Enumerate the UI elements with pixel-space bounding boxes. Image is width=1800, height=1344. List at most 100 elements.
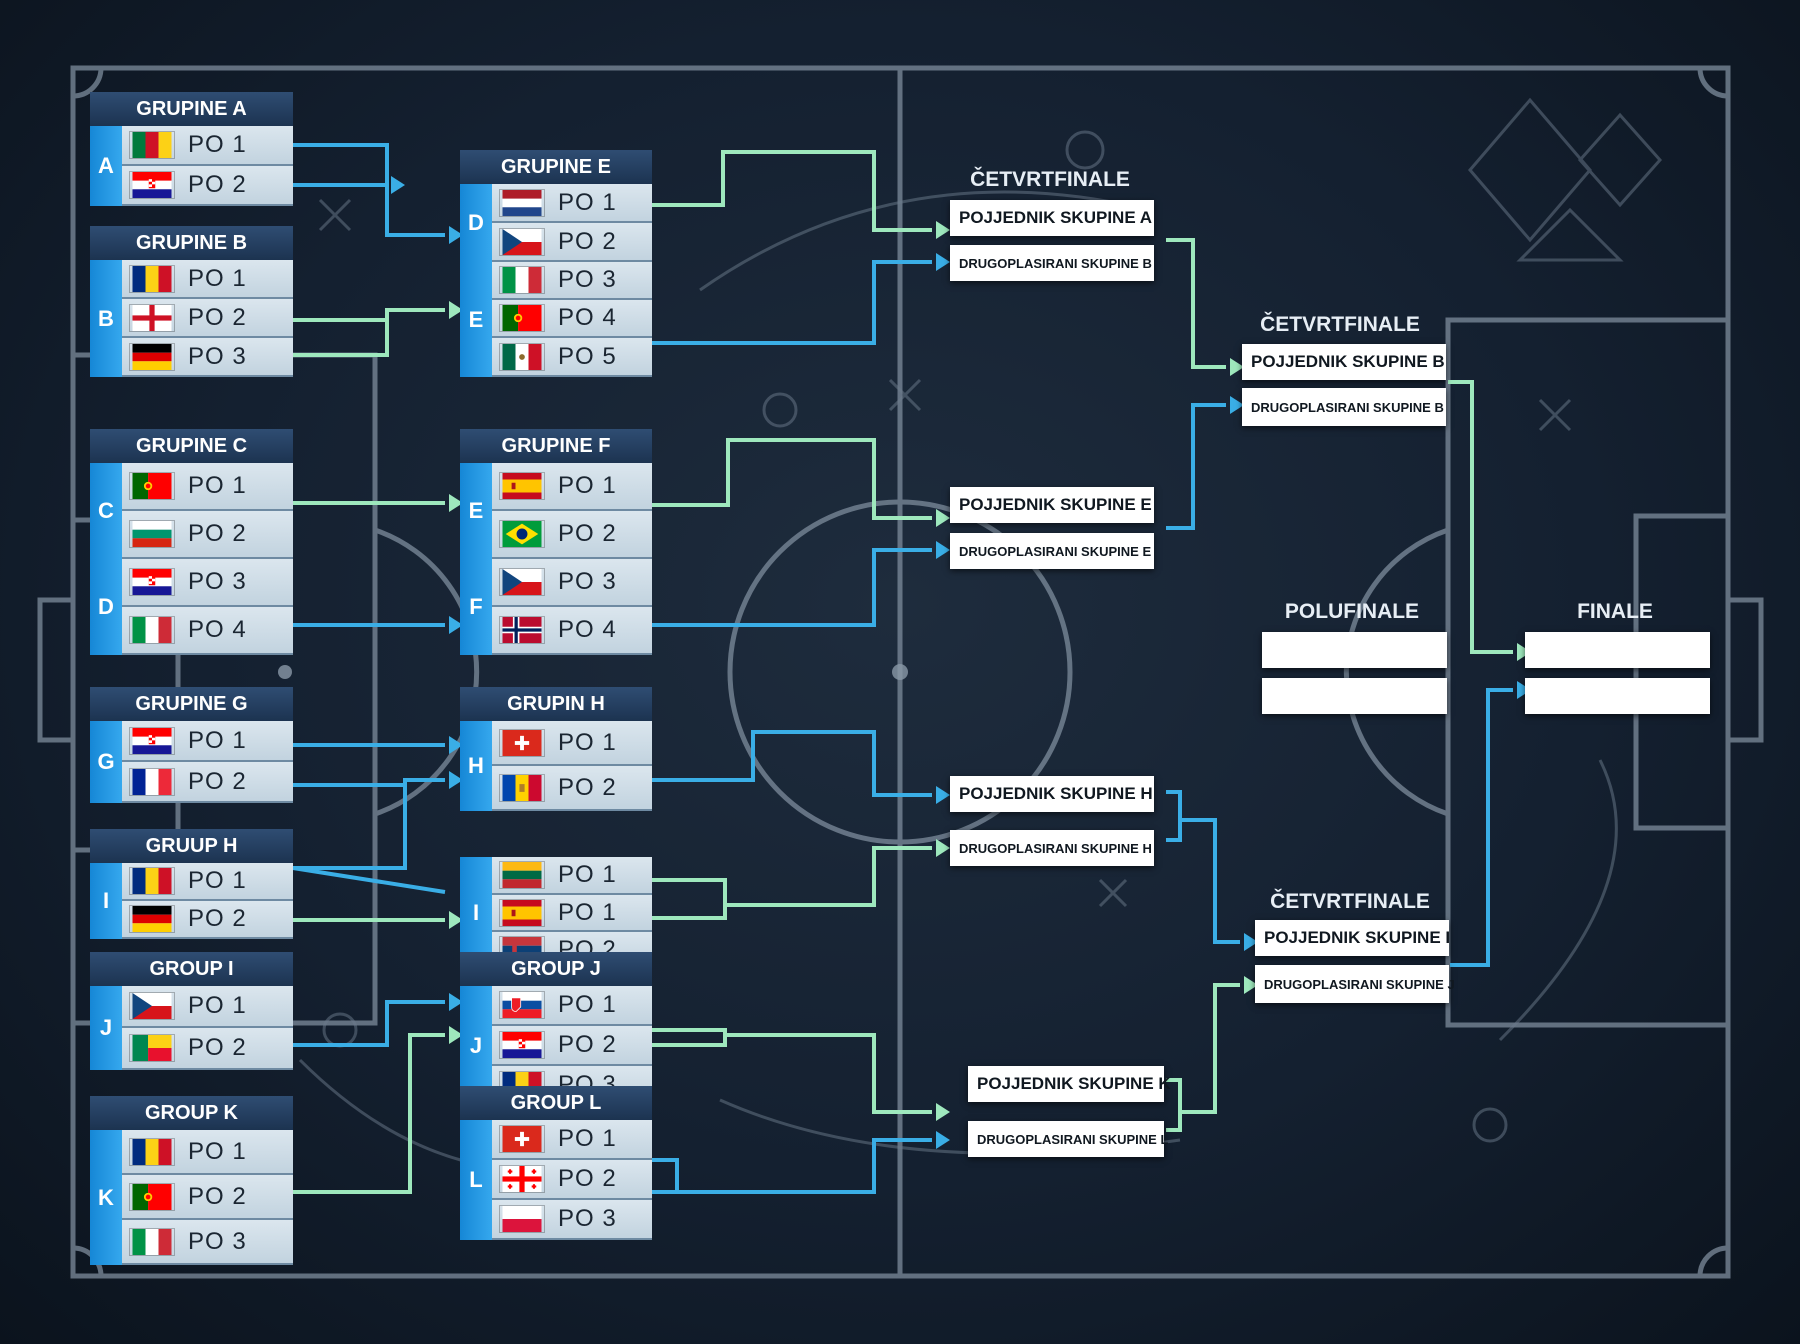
georgia-flag-icon [502, 1166, 542, 1192]
team-row[interactable]: PO 2 [122, 511, 293, 559]
romania-flag-icon [132, 265, 172, 292]
team-row[interactable]: PO 3 [492, 262, 652, 300]
poland-flag-icon [502, 1206, 542, 1232]
norway-flag-icon [502, 617, 542, 643]
match-box[interactable]: DRUGOPLASIRANI SKUPINE L [968, 1121, 1168, 1157]
team-row[interactable]: PO 2 [492, 223, 652, 262]
match-box[interactable]: POJJEDNIK SKUPINE B [1242, 344, 1446, 380]
team-label: PO 2 [188, 303, 247, 331]
team-row[interactable]: PO 2 [492, 1026, 652, 1066]
team-row[interactable]: PO 4 [492, 300, 652, 338]
team-row[interactable]: PO 4 [122, 607, 293, 655]
team-row[interactable]: PO 2 [492, 1160, 652, 1200]
team-label: PO 1 [188, 1137, 247, 1165]
match-box[interactable]: POJJEDNIK SKUPINE A [950, 200, 1154, 236]
team-label: PO 1 [558, 1125, 617, 1152]
match-box[interactable]: DRUGOPLASIRANI SKUPINE E [950, 533, 1154, 569]
team-row[interactable]: PO 2 [122, 1028, 293, 1070]
group-k-title: GROUP K [90, 1096, 293, 1130]
team-row[interactable]: PO 1 [122, 1130, 293, 1175]
match-box[interactable]: POJJEDNIK SKUPINE H [950, 776, 1154, 812]
team-row[interactable]: PO 3 [122, 1220, 293, 1265]
match-box[interactable]: DRUGOPLASIRANI SKUPINE H [950, 830, 1154, 866]
italy-flag-icon [132, 617, 172, 643]
match-box[interactable]: DRUGOPLASIRANI SKUPINE J [1255, 965, 1455, 1003]
team-row[interactable]: PO 5 [492, 338, 652, 377]
slovakia-flag-icon [502, 992, 542, 1018]
team-row[interactable]: PO 1 [122, 126, 293, 166]
section-letter: F [460, 559, 492, 655]
team-row[interactable]: PO 3 [492, 1066, 652, 1086]
group-i-title: GROUP I [90, 952, 293, 986]
team-row[interactable]: PO 2 [122, 166, 293, 206]
benin-flag-icon [132, 1035, 172, 1061]
team-row[interactable]: PO 2 [122, 762, 293, 803]
bulgaria-flag-icon [132, 521, 172, 547]
semifinal-title: POLUFINALE [1284, 600, 1420, 623]
england-flag-icon [132, 304, 172, 331]
team-label: PO 1 [188, 726, 247, 754]
team-row[interactable]: PO 2 [492, 511, 652, 559]
group-j-title: GROUP J [460, 952, 652, 986]
group-e-card: GRUPINE E D PO 1 PO 2 E PO 3 PO 4 PO 5 [460, 150, 652, 377]
team-row[interactable]: PO 3 [122, 338, 293, 377]
team-label: PO 3 [188, 1227, 247, 1255]
team-row[interactable]: PO 1 [492, 857, 652, 895]
czech-flag-icon [132, 993, 172, 1019]
team-label: PO 3 [558, 568, 617, 595]
match-box[interactable]: POJJEDNIK SKUPINE I [1255, 920, 1450, 956]
team-label: PO 2 [188, 1182, 247, 1210]
match-box[interactable]: DRUGOPLASIRANI SKUPINE B [950, 245, 1154, 281]
team-label: PO 1 [558, 472, 617, 499]
team-row[interactable]: PO 3 [492, 559, 652, 607]
team-row[interactable]: PO 1 [492, 895, 652, 932]
team-row[interactable]: PO 1 [492, 721, 652, 766]
team-row[interactable]: PO 4 [492, 607, 652, 655]
match-box[interactable]: POJJEDNIK SKUPINE K [968, 1066, 1171, 1102]
quarterfinal-low-title: ČETVRTFINALE [1270, 890, 1430, 913]
team-row[interactable]: PO 1 [122, 986, 293, 1028]
team-label: PO 1 [188, 867, 247, 894]
team-row[interactable]: PO 2 [492, 766, 652, 811]
team-row[interactable]: PO 2 [122, 299, 293, 338]
team-row[interactable]: PO 3 [122, 559, 293, 607]
team-row[interactable]: PO 1 [492, 463, 652, 511]
team-label: PO 1 [188, 992, 247, 1019]
team-row[interactable]: PO 2 [122, 901, 293, 939]
group-l-card: GROUP L L PO 1 PO 2 PO 3 [460, 1086, 652, 1240]
section-letter: C [90, 463, 122, 559]
team-label: PO 4 [188, 616, 247, 643]
quarterfinal-mid-title: ČETVRTFINALE [1260, 313, 1420, 336]
team-row[interactable]: PO 3 [492, 1200, 652, 1240]
group-b-card: GRUPINE B B PO 1 PO 2 PO 3 [90, 226, 293, 377]
team-row[interactable]: PO 1 [492, 1120, 652, 1160]
moldova-flag-icon [502, 774, 542, 801]
team-label: PO 2 [188, 767, 247, 795]
final-slot-1[interactable] [1525, 632, 1710, 668]
semifinal-slot-1[interactable] [1262, 632, 1447, 668]
spain-flag-icon [502, 473, 542, 499]
match-box[interactable]: POJJEDNIK SKUPINE E [950, 487, 1154, 523]
group-c-title: GRUPINE C [90, 429, 293, 463]
section-letter: E [460, 262, 492, 377]
team-label: PO 2 [188, 520, 247, 547]
section-letter: D [90, 559, 122, 655]
final-slot-2[interactable] [1525, 678, 1710, 714]
group-e-title: GRUPINE E [460, 150, 652, 184]
team-row[interactable]: PO 1 [492, 184, 652, 223]
team-label: PO 1 [558, 898, 617, 926]
semifinal-slot-2[interactable] [1262, 678, 1447, 714]
team-row[interactable]: PO 1 [122, 463, 293, 511]
section-letter: A [90, 126, 122, 206]
team-label: PO 3 [558, 266, 617, 293]
team-row[interactable]: PO 1 [122, 721, 293, 762]
team-row[interactable]: PO 1 [122, 260, 293, 299]
lithuania-flag-icon [502, 862, 542, 888]
match-box[interactable]: DRUGOPLASIRANI SKUPINE B [1242, 388, 1446, 426]
team-label: PO 5 [558, 342, 617, 370]
italy-flag-icon [502, 267, 542, 293]
group-h2-card: GRUUP H I PO 1 PO 2 [90, 829, 293, 939]
team-row[interactable]: PO 1 [492, 986, 652, 1026]
team-row[interactable]: PO 1 [122, 863, 293, 901]
team-row[interactable]: PO 2 [122, 1175, 293, 1220]
